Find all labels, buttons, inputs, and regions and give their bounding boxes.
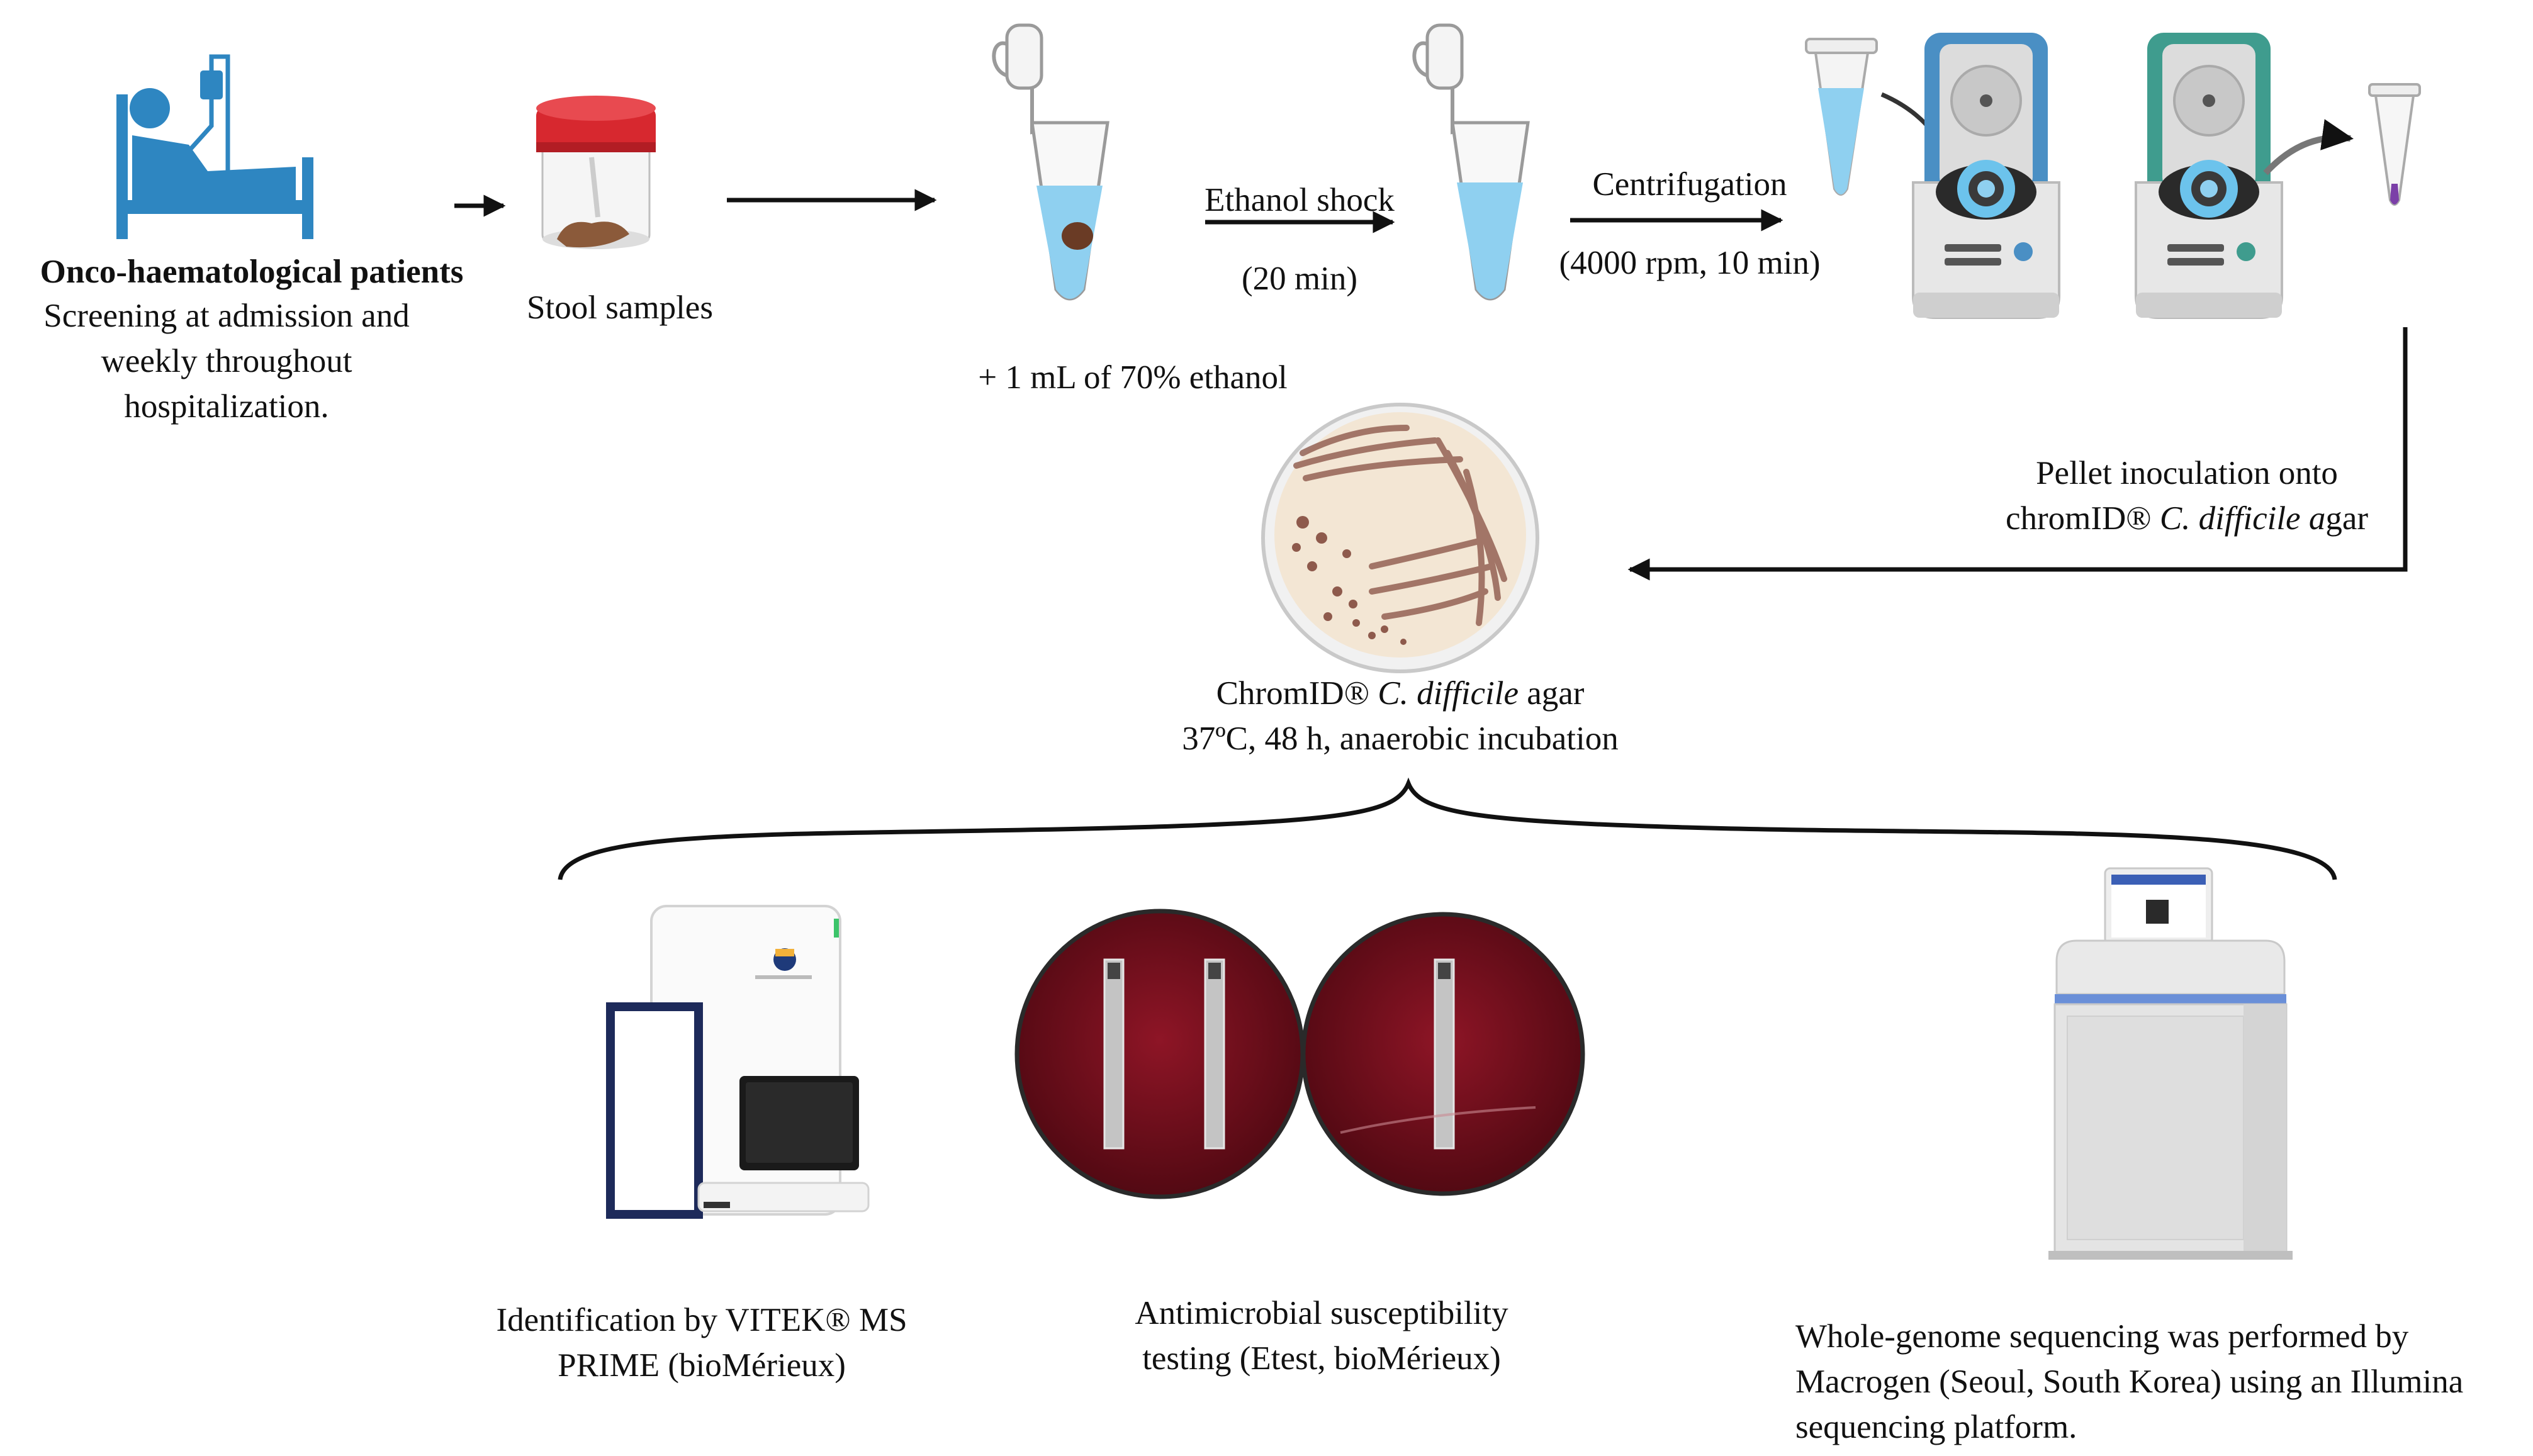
tube-after-shock-icon	[1412, 23, 1530, 301]
ethanol-shock-label: Ethanol shock	[1205, 182, 1395, 218]
arrow-pellet-to-agar	[1627, 327, 2408, 581]
ethanol-shock-duration: (20 min)	[1242, 260, 1357, 297]
illumina-sequencer-icon	[2048, 867, 2293, 1260]
stool-container-icon	[536, 96, 656, 249]
tube-ethanol-icon	[992, 23, 1109, 301]
identification-line2: PRIME (bioMérieux)	[558, 1347, 846, 1384]
centrifugation-label: Centrifugation	[1592, 166, 1787, 203]
agar-line2: 37ºC, 48 h, anaerobic incubation	[1182, 720, 1619, 757]
centrifugation-params: (4000 rpm, 10 min)	[1559, 245, 1821, 281]
ast-line1: Antimicrobial susceptibility	[1135, 1295, 1508, 1331]
vitek-ms-prime-icon	[606, 905, 870, 1219]
chromid-agar-plate-icon	[1261, 403, 1539, 673]
wgs-line1: Whole-genome sequencing was performed by	[1795, 1318, 2409, 1355]
stool-label: Stool samples	[527, 289, 713, 326]
pellet-line2: chromID® C. difficile agar	[2005, 500, 2369, 537]
centrifuge-teal-icon	[2135, 33, 2283, 319]
etest-plate-right-icon	[1301, 912, 1585, 1196]
patients-title: Onco-haematological patients	[40, 254, 464, 290]
patients-line3: hospitalization.	[124, 388, 329, 425]
arrow-out-of-centrifuge	[2263, 119, 2354, 176]
wgs-line2: Macrogen (Seoul, South Korea) using an I…	[1795, 1364, 2464, 1400]
agar-line1: ChromID® C. difficile agar	[1216, 675, 1585, 712]
pellet-line1: Pellet inoculation onto	[2036, 455, 2338, 491]
pellet-tube-icon	[2368, 83, 2421, 206]
centrifuge-icon	[1912, 33, 2060, 319]
small-tube-icon	[1805, 38, 1878, 196]
etest-plate-left-icon	[1014, 909, 1305, 1199]
patients-line2: weekly throughout	[101, 343, 352, 379]
identification-line1: Identification by VITEK® MS	[496, 1302, 907, 1338]
wgs-line3: sequencing platform.	[1795, 1409, 2077, 1445]
patients-line1: Screening at admission and	[43, 298, 410, 334]
curly-brace	[558, 777, 2337, 880]
ast-line2: testing (Etest, bioMérieux)	[1142, 1340, 1501, 1377]
patient-bed-icon	[116, 54, 313, 239]
ethanol-add-label: + 1 mL of 70% ethanol	[978, 359, 1288, 396]
